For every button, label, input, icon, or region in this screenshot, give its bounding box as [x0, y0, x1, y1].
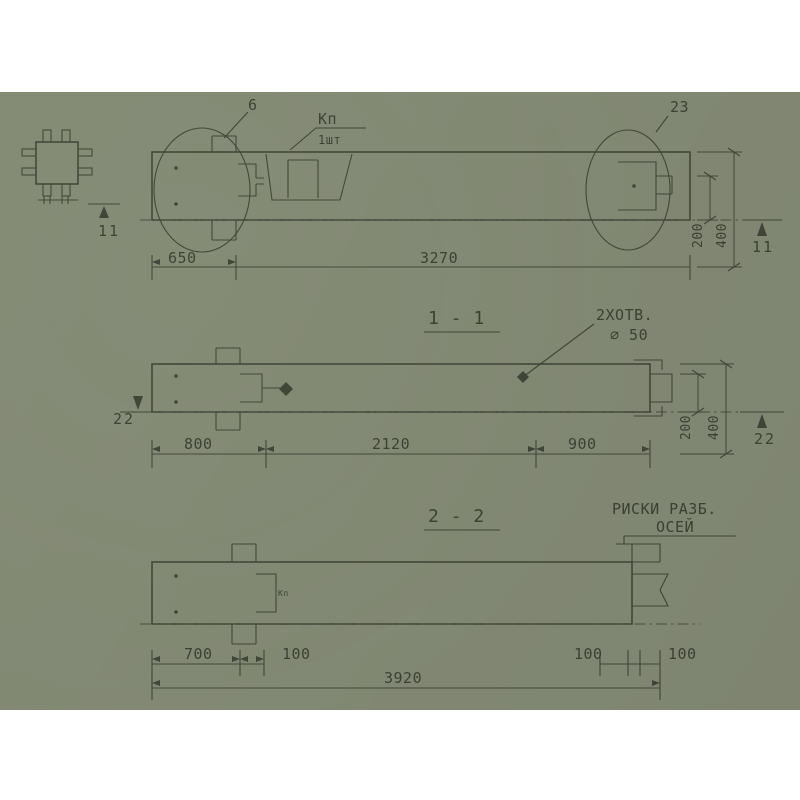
- section-2-2-label-group: 2 - 2: [424, 506, 500, 531]
- section-arrow-2-left-label-2: 2: [124, 410, 134, 428]
- dim-100-left-label: 100: [282, 645, 311, 663]
- dim-200-top-label: 200: [691, 223, 706, 248]
- axis-marks-note: РИСКИ РАЗБ. ОСЕЙ: [612, 500, 736, 544]
- section-1-1-label: 1 - 1: [428, 308, 485, 329]
- end-view-section-arrow: 1 1: [88, 203, 120, 240]
- dim-900-label: 900: [568, 435, 597, 453]
- section-2-2-horizontal-dimensions: 700 100 100 100: [151, 645, 697, 688]
- end-view-section-arrow-label-2: 1: [109, 222, 119, 240]
- section-arrow-2-right-label: 2: [754, 430, 764, 448]
- inner-mark-kp-label: Кп: [278, 589, 289, 598]
- dim-3270-label: 3270: [420, 249, 458, 267]
- axis-marks-note-line2: ОСЕЙ: [656, 517, 694, 536]
- technical-drawing-sheet: 1 1: [0, 92, 800, 710]
- section-arrow-1-right-label: 1: [752, 238, 762, 256]
- holes-note-line2: ⌀ 50: [610, 326, 648, 344]
- end-cross-section-view: 1 1: [21, 129, 120, 240]
- holes-note-callout: 2ХОТВ. ⌀ 50: [517, 306, 653, 383]
- section-1-1-vertical-dimensions: 200 400: [679, 359, 734, 459]
- mark-kp-label: Кп: [318, 110, 337, 128]
- dim-400-top-label: 400: [715, 223, 730, 248]
- dim-2120-label: 2120: [372, 435, 410, 453]
- section-2-2-label: 2 - 2: [428, 506, 485, 527]
- dim-200-mid-label: 200: [679, 415, 694, 440]
- section-arrow-2-right: 2 2: [740, 411, 784, 448]
- plan-horizontal-dimensions: 650 3270: [151, 249, 691, 280]
- mark-6-label: 6: [248, 96, 258, 114]
- dim-100-far-label: 100: [668, 645, 697, 663]
- section-arrow-2-right-label-2: 2: [765, 430, 775, 448]
- end-view-section-arrow-label: 1: [98, 222, 108, 240]
- mark-6-callout: 6: [223, 96, 258, 139]
- axis-marks-note-line1: РИСКИ РАЗБ.: [612, 500, 717, 518]
- dim-700-label: 700: [184, 645, 213, 663]
- section-1-1-label-group: 1 - 1: [424, 308, 500, 333]
- dim-400-mid-label: 400: [707, 415, 722, 440]
- section-view-1-1: 1 - 1 2ХОТВ. ⌀ 50: [113, 306, 784, 468]
- section-arrow-2-left: 2 2: [113, 396, 158, 428]
- section-arrow-2-left-label: 2: [113, 410, 123, 428]
- drawing-canvas: 1 1: [21, 96, 784, 700]
- dim-800-label: 800: [184, 435, 213, 453]
- section-2-2-total-dimension: 3920: [151, 669, 661, 700]
- dim-650-label: 650: [168, 249, 197, 267]
- mark-23-callout: 23: [655, 98, 689, 133]
- plan-vertical-dimensions: 200 400: [691, 147, 742, 272]
- section-arrow-1-right: 1 1: [744, 219, 782, 256]
- section-view-2-2: 2 - 2 РИСКИ РАЗБ. ОСЕЙ: [140, 500, 736, 700]
- mark-kp-callout: Кп 1шт: [289, 110, 366, 151]
- mark-23-label: 23: [670, 98, 689, 116]
- section-1-1-horizontal-dimensions: 800 2120 900: [151, 435, 651, 468]
- mark-kp-qty-label: 1шт: [318, 133, 341, 147]
- section-arrow-1-right-label-2: 1: [763, 238, 773, 256]
- dim-100-right-label: 100: [574, 645, 603, 663]
- dim-3920-total-label: 3920: [384, 669, 422, 687]
- holes-note-line1: 2ХОТВ.: [596, 306, 653, 324]
- top-plan-view: Кп 1шт 6 23: [140, 96, 782, 280]
